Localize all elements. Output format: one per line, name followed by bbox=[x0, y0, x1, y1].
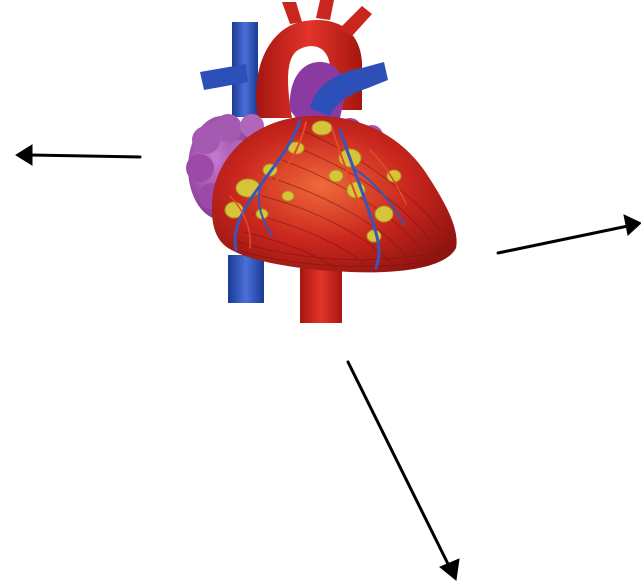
brachiocephalic-artery bbox=[282, 2, 302, 24]
descending-aorta bbox=[300, 268, 342, 323]
arrow-right bbox=[498, 215, 641, 253]
arrow-left bbox=[16, 145, 140, 165]
carotid-artery bbox=[316, 0, 334, 20]
arrow-down bbox=[348, 362, 459, 580]
heart-illustration bbox=[186, 0, 457, 323]
inferior-vena-cava bbox=[228, 255, 264, 303]
